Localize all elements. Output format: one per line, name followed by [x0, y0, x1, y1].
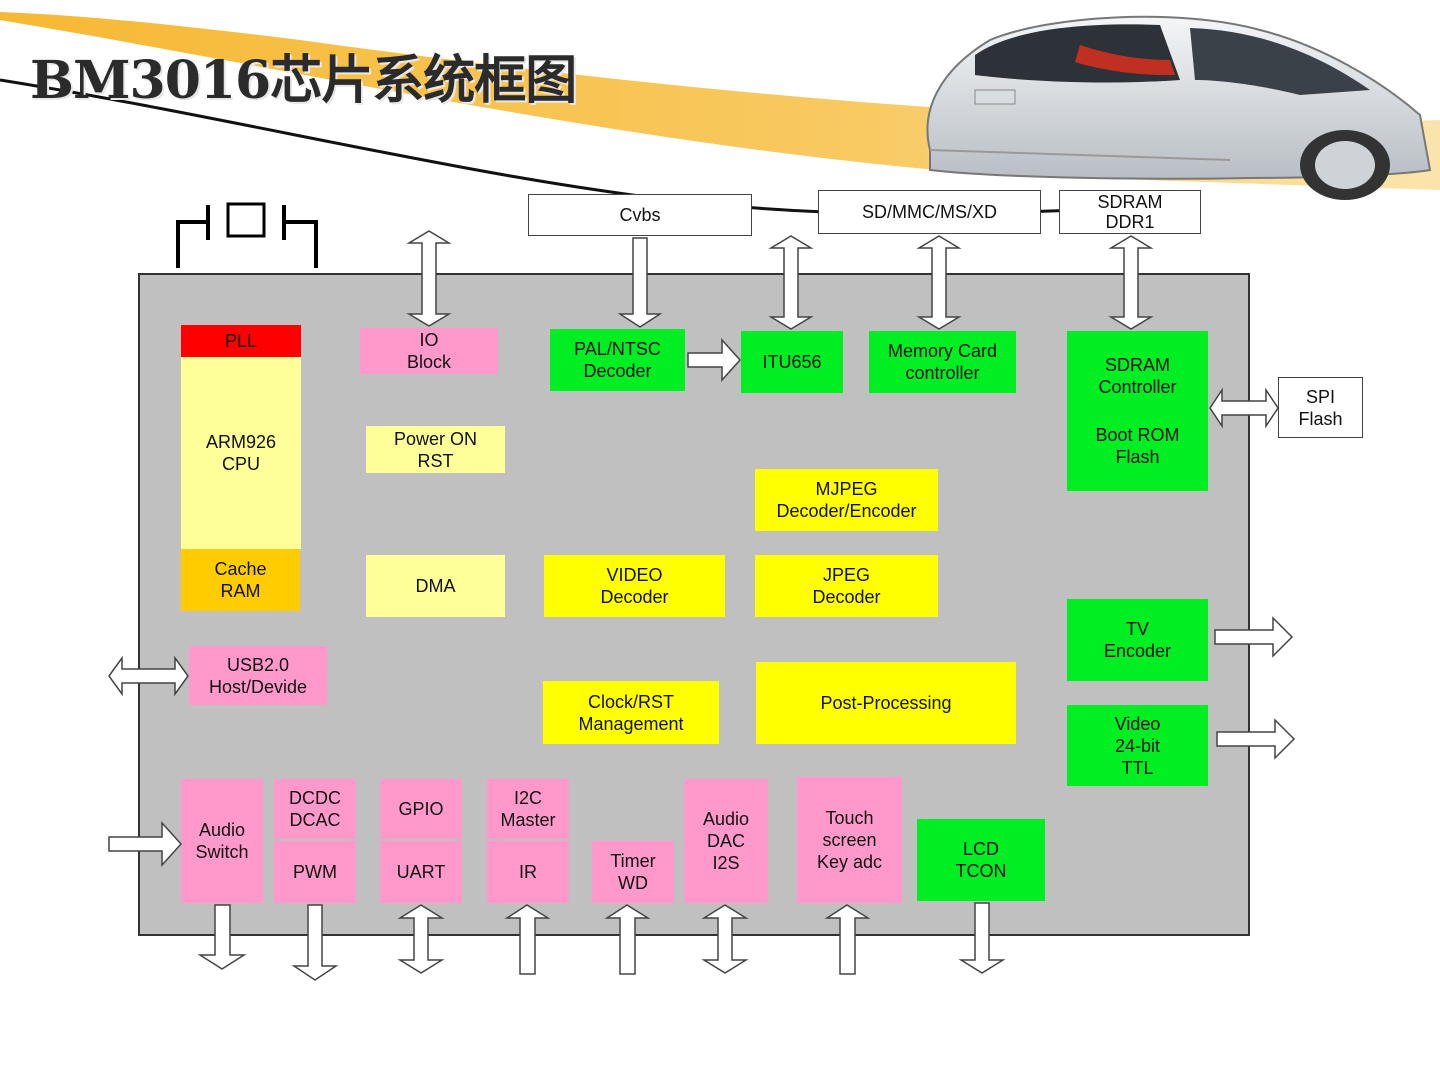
chip-pin-symbol [176, 202, 318, 268]
i2c-master-block: I2C Master [487, 779, 569, 839]
boot-rom-label: Boot ROM Flash [1095, 425, 1180, 467]
usb-block: USB2.0 Host/Devide [189, 646, 327, 705]
pll-block: PLL [181, 325, 301, 357]
tv-encoder-block: TV Encoder [1067, 599, 1208, 681]
dma-block: DMA [366, 555, 505, 617]
sdram-controller-block: SDRAM Controller Boot ROM Flash [1067, 331, 1208, 491]
io-block: IO Block [360, 328, 498, 374]
video-24bit-block: Video 24-bit TTL [1067, 705, 1208, 786]
gpio-block: GPIO [380, 779, 462, 839]
page-title: BM3016芯片系统框图 [30, 50, 577, 111]
audio-dac-block: Audio DAC I2S [684, 779, 768, 903]
audio-switch-block: Audio Switch [181, 779, 263, 903]
power-on-rst-block: Power ON RST [366, 426, 505, 473]
dcdc-block: DCDC DCAC [274, 779, 356, 839]
post-processing-block: Post-Processing [756, 662, 1016, 744]
sd-card-box: SD/MMC/MS/XD [818, 190, 1041, 234]
cache-ram-block: Cache RAM [181, 549, 300, 611]
timer-wd-block: Timer WD [592, 841, 674, 903]
lcd-tcon-block: LCD TCON [917, 819, 1045, 901]
jpeg-decoder-block: JPEG Decoder [755, 555, 938, 617]
sdram-ddr1-box: SDRAM DDR1 [1059, 190, 1201, 234]
cvbs-input-box: Cvbs [528, 194, 752, 236]
arm-cpu-block: ARM926 CPU [181, 357, 301, 549]
video-decoder-block: VIDEO Decoder [544, 555, 725, 617]
spi-flash-box: SPI Flash [1278, 377, 1363, 438]
mjpeg-block: MJPEG Decoder/Encoder [755, 469, 938, 531]
clock-rst-block: Clock/RST Management [543, 681, 719, 744]
pal-ntsc-decoder-block: PAL/NTSC Decoder [550, 329, 685, 391]
memory-card-controller-block: Memory Card controller [869, 331, 1016, 393]
ir-block: IR [487, 841, 569, 903]
sdram-controller-label: SDRAM Controller [1098, 355, 1177, 397]
car-image [926, 15, 1432, 200]
uart-block: UART [380, 841, 462, 903]
pwm-block: PWM [274, 841, 356, 903]
touch-screen-block: Touch screen Key adc [797, 777, 902, 903]
itu656-block: ITU656 [741, 331, 843, 393]
